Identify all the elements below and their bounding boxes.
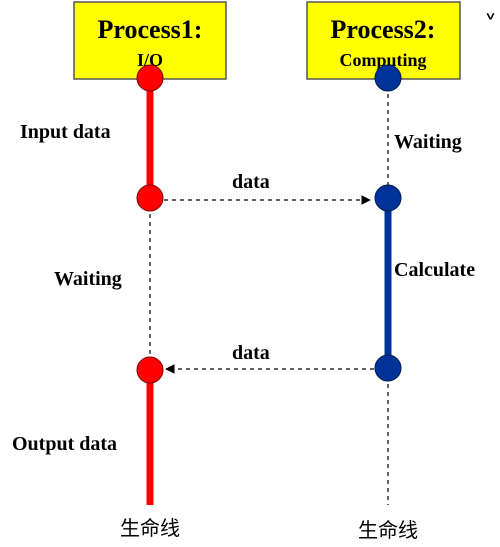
process2-subtitle: Computing (339, 50, 426, 70)
label-waiting-left: Waiting (54, 268, 122, 290)
process2-lifeline (374, 64, 402, 505)
label-data-to-io: data (232, 342, 270, 364)
label-calculate: Calculate (394, 259, 475, 281)
label-input-data: Input data (20, 121, 111, 143)
io-node-start (136, 64, 164, 92)
process2-box: Process2: Computing (306, 1, 461, 80)
computing-node-start (374, 64, 402, 92)
process2-title: Process2: (331, 15, 436, 44)
process1-lifeline (136, 64, 164, 505)
label-data-to-computing: data (232, 171, 270, 193)
process1-subtitle: I/O (137, 50, 163, 70)
io-node-receive (136, 356, 164, 384)
label-waiting-right: Waiting (394, 131, 462, 153)
corner-chevron-icon: ˅ (484, 11, 497, 41)
computing-node-send (374, 354, 402, 382)
process1-lifeline-label: 生命线 (120, 516, 180, 540)
computing-node-receive (374, 184, 402, 212)
io-node-send (136, 184, 164, 212)
process1-title: Process1: (98, 15, 203, 44)
process2-lifeline-label: 生命线 (358, 518, 418, 542)
label-output-data: Output data (12, 433, 117, 455)
